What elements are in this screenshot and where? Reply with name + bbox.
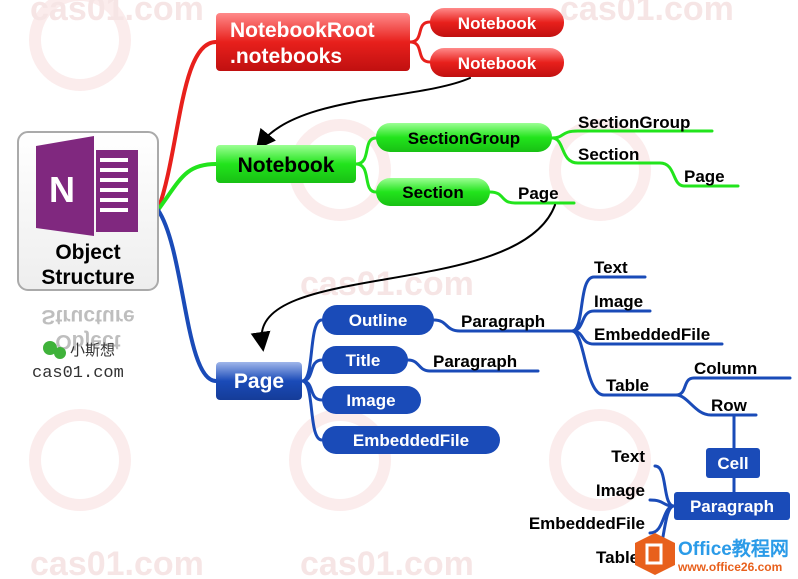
svg-text:Notebook: Notebook (458, 54, 537, 73)
table-label: Table (606, 376, 649, 395)
logo-name: Office教程网 (678, 537, 789, 560)
page-label: Page (518, 184, 559, 203)
background-watermark: cas01.com cas01.com cas01.com cas01.com … (29, 0, 734, 579)
connector-green (156, 162, 218, 212)
logo-url: www.office26.com (677, 560, 782, 574)
image-label: Image (594, 292, 643, 311)
reference-arrow (255, 77, 471, 150)
sectiongroup-node: SectionGroup (376, 123, 552, 152)
column-label: Column (694, 359, 757, 378)
root-reflection: Structure Object (41, 305, 134, 353)
svg-text:Paragraph: Paragraph (690, 497, 774, 516)
svg-text:Notebook: Notebook (458, 14, 537, 33)
office26-logo: Office教程网 www.office26.com (635, 533, 789, 575)
section-node: Section (376, 178, 490, 206)
svg-text:.notebooks: .notebooks (230, 45, 342, 68)
reference-arrow (250, 204, 556, 352)
office-icon (645, 543, 663, 565)
table-label: Table (596, 548, 639, 567)
row-label: Row (711, 396, 748, 415)
wechat-icon (43, 341, 66, 359)
svg-text:EmbeddedFile: EmbeddedFile (353, 431, 469, 450)
root-title-line1: Object (55, 241, 120, 264)
svg-text:Notebook: Notebook (238, 154, 335, 177)
sectiongroup-label: SectionGroup (578, 113, 690, 132)
page-label: Page (684, 167, 725, 186)
connector-blue (156, 208, 218, 383)
page-root-node: Page (216, 362, 302, 400)
cell-node: Cell (706, 448, 760, 478)
watermark-author: 小斯想 (70, 342, 115, 359)
watermark-text: cas01.com (560, 0, 734, 28)
root-title-line2: Structure (41, 266, 134, 289)
icon-letter: N (49, 169, 75, 210)
title-node: Title (322, 346, 408, 374)
outline-node: Outline (322, 305, 434, 335)
onenote-icon: N (36, 136, 138, 236)
svg-text:SectionGroup: SectionGroup (408, 129, 520, 148)
svg-text:Structure: Structure (41, 305, 134, 328)
watermark-site: cas01.com (32, 364, 124, 383)
embeddedfile-label: EmbeddedFile (594, 325, 710, 344)
svg-text:Section: Section (402, 183, 463, 202)
root-node: N Object Structure Structure Object 小斯想 … (17, 131, 159, 383)
image-label: Image (596, 481, 645, 500)
cell-paragraph-node: Paragraph (674, 492, 790, 520)
embeddedfile-label: EmbeddedFile (529, 514, 645, 533)
svg-text:Title: Title (346, 351, 381, 370)
text-label: Text (611, 447, 645, 466)
connector-red (156, 40, 218, 212)
svg-text:Cell: Cell (717, 454, 748, 473)
image-node: Image (322, 386, 421, 414)
watermark-text: cas01.com (300, 265, 474, 303)
svg-text:Object: Object (55, 330, 120, 353)
notebook-node: Notebook (430, 8, 564, 37)
svg-text:Image: Image (346, 391, 395, 410)
notebook-node: Notebook (430, 48, 564, 77)
connector-red-children (408, 20, 432, 64)
svg-text:Outline: Outline (349, 311, 408, 330)
notebook-root-node: Notebook (216, 145, 356, 183)
svg-text:NotebookRoot: NotebookRoot (230, 19, 375, 42)
watermark-text: cas01.com (30, 545, 204, 579)
watermark-text: cas01.com (300, 545, 474, 579)
paragraph-label: Paragraph (433, 352, 517, 371)
embeddedfile-node: EmbeddedFile (322, 426, 500, 454)
paragraph-label: Paragraph (461, 312, 545, 331)
section-label: Section (578, 145, 639, 164)
connectors (156, 20, 792, 568)
watermark-text: cas01.com (30, 0, 204, 28)
text-label: Text (594, 258, 628, 277)
notebookroot-node: NotebookRoot .notebooks (216, 13, 410, 71)
svg-text:Page: Page (234, 370, 284, 393)
